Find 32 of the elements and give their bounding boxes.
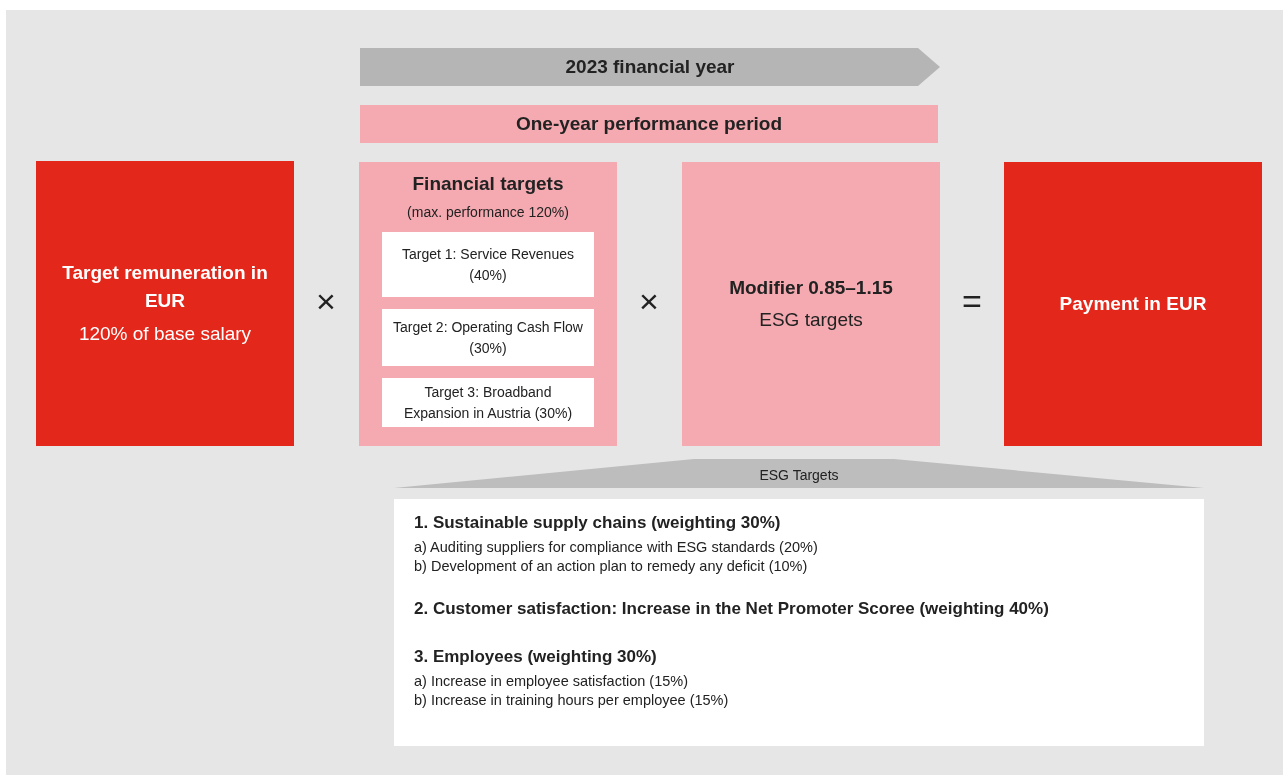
box-subtitle: ESG targets	[758, 308, 864, 332]
list-item: a) Auditing suppliers for compliance with ESG standards (20%)	[414, 539, 818, 555]
operator-sign: =	[961, 282, 983, 321]
operator-sign: ×	[638, 282, 660, 321]
target-text: Target 3: Broadband Expansion in Austria (30%)	[402, 383, 574, 423]
target-box	[382, 232, 594, 297]
section-heading: 3. Employees (weighting 30%)	[414, 647, 657, 667]
box-title: Modifier 0.85–1.15	[728, 276, 894, 301]
period-bar	[360, 105, 938, 143]
band-label: ESG Targets	[759, 466, 839, 483]
section-heading: 2. Customer satisfaction: Increase in the Net Promoter Scoree (weighting 40%)	[414, 599, 1049, 619]
bar-label: One-year performance period	[514, 112, 784, 137]
operator-sign: ×	[315, 282, 337, 321]
financial-targets-box	[359, 162, 617, 446]
target-box	[382, 378, 594, 427]
modifier-box	[682, 162, 940, 446]
target-text: Target 1: Service Revenues (40%)	[401, 245, 575, 285]
box-title: Financial targets	[411, 172, 565, 196]
band-label: 2023 financial year	[565, 56, 735, 78]
target-box	[382, 309, 594, 366]
box-subtitle: 120% of base salary	[77, 322, 253, 347]
payment-box	[1004, 162, 1262, 446]
list-item: b) Development of an action plan to remedy any deficit (10%)	[414, 558, 808, 574]
box-title: Payment in EUR	[1058, 292, 1208, 317]
esg-list-box	[394, 499, 1204, 746]
section-heading: 1. Sustainable supply chains (weighting 30%)	[414, 513, 781, 533]
box-subtitle: (max. performance 120%)	[406, 202, 570, 222]
box-title: Target remuneration in EUR	[61, 261, 269, 313]
list-item: a) Increase in employee satisfaction (15%)	[414, 673, 689, 689]
remuneration-box	[36, 161, 294, 446]
target-text: Target 2: Operating Cash Flow (30%)	[392, 318, 584, 358]
list-item: b) Increase in training hours per employee (15%)	[414, 692, 729, 708]
